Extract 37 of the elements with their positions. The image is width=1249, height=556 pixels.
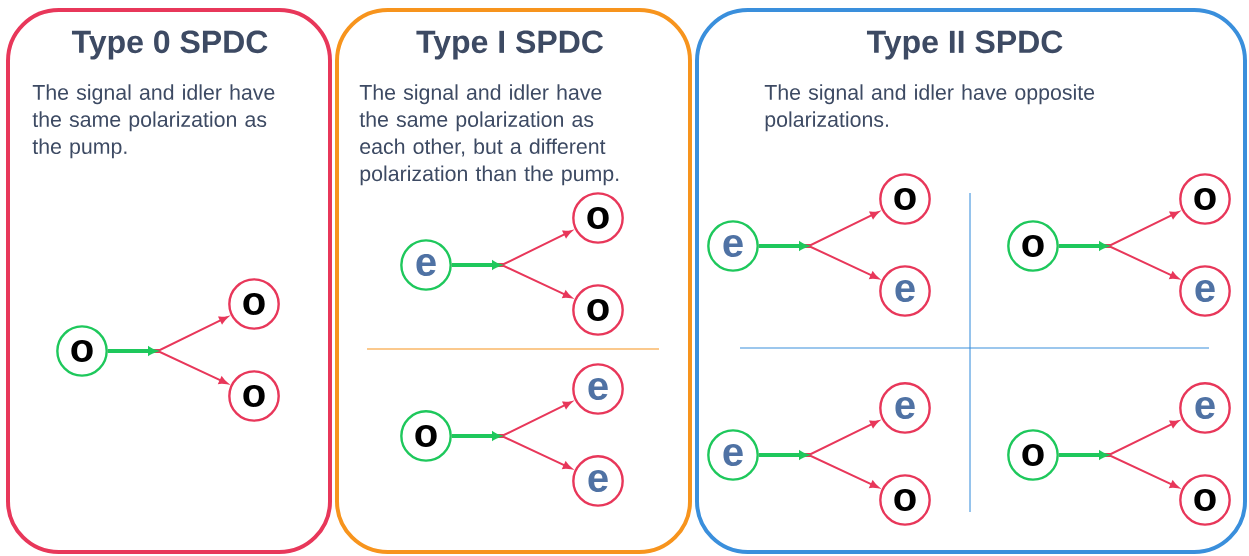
arrow <box>1058 241 1108 251</box>
circle-node: e <box>1179 382 1231 434</box>
arrow <box>107 346 157 356</box>
circle-node: o <box>1179 474 1231 526</box>
panel-title: Type II SPDC <box>866 30 1063 60</box>
circle-node: o <box>879 173 931 225</box>
panel <box>6 8 332 554</box>
arrow <box>1058 450 1108 460</box>
circle-node: o <box>879 474 931 526</box>
panel <box>695 8 1247 554</box>
circle-node: e <box>400 239 452 291</box>
circle-node: e <box>572 363 624 415</box>
arrow <box>451 431 501 441</box>
circle-node: e <box>572 455 624 507</box>
panel-title: Type 0 SPDC <box>71 30 268 60</box>
arrow <box>758 241 808 251</box>
circle-node: o <box>228 278 280 330</box>
circle-node: e <box>1179 265 1231 317</box>
panel-title: Type I SPDC <box>416 30 604 60</box>
circle-node: e <box>707 429 759 481</box>
circle-node: o <box>572 284 624 336</box>
circle-node: e <box>707 220 759 272</box>
description: The signal and idler have the same polarization as each other, but a different polarization than the pump. <box>359 84 619 186</box>
circle-node: o <box>1179 173 1231 225</box>
circle-node: o <box>1007 220 1059 272</box>
description: The signal and idler have the same polarization as the pump. <box>32 84 275 159</box>
panel <box>335 8 692 554</box>
circle-node: o <box>228 370 280 422</box>
circle-node: o <box>400 410 452 462</box>
circle-node: e <box>879 265 931 317</box>
circle-node: o <box>56 325 108 377</box>
arrow <box>758 450 808 460</box>
circle-node: e <box>879 382 931 434</box>
circle-node: o <box>1007 429 1059 481</box>
description: The signal and idler have opposite polarizations. <box>764 84 1095 132</box>
arrow <box>451 260 501 270</box>
circle-node: o <box>572 192 624 244</box>
